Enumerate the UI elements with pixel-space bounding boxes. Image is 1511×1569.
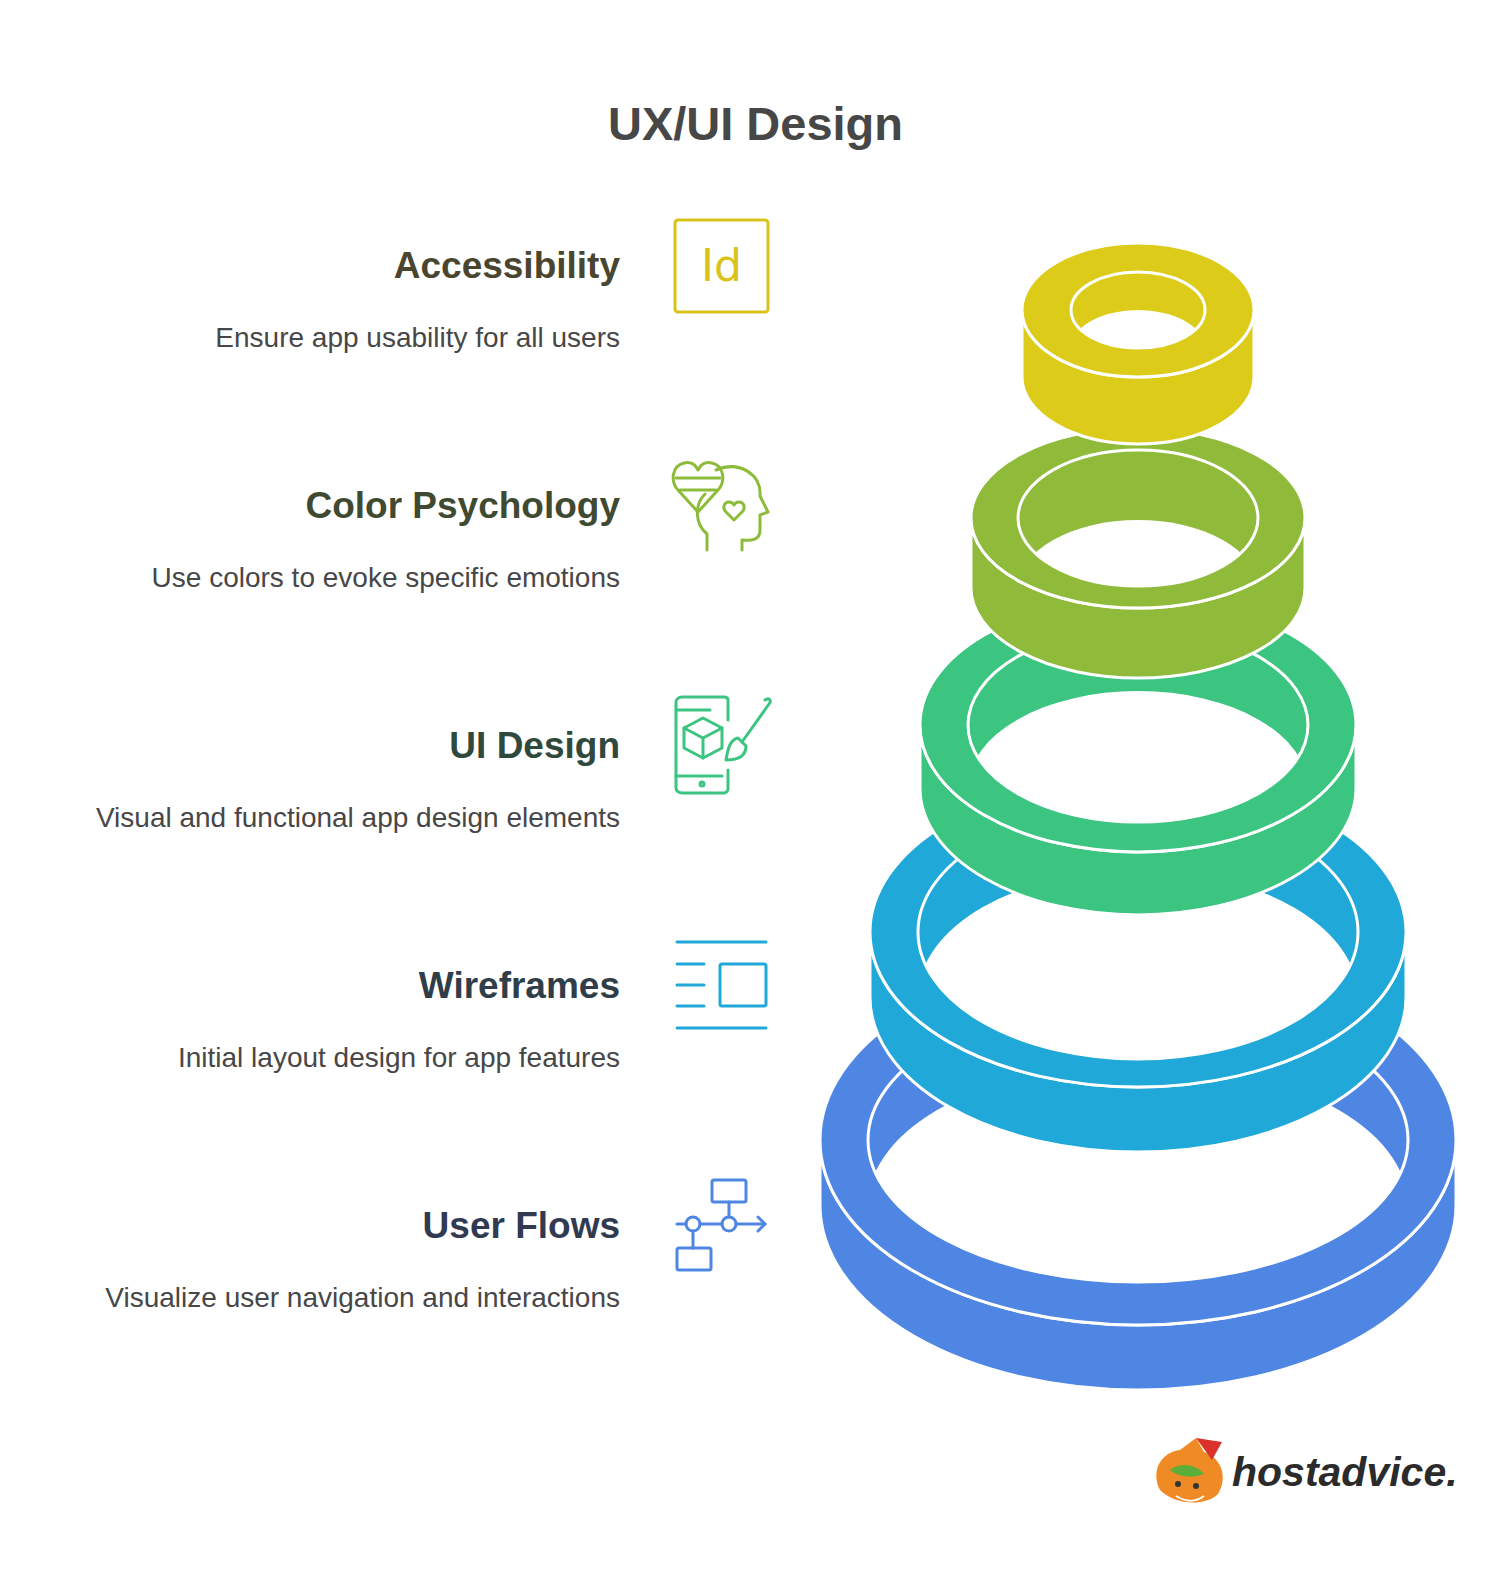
ui-design-icon bbox=[676, 697, 770, 793]
color-psychology-icon bbox=[673, 462, 768, 550]
watermark: hostadvice. bbox=[1232, 1448, 1472, 1497]
icon-text: Id bbox=[675, 240, 768, 292]
item-heading: Color Psychology bbox=[20, 484, 620, 528]
item-heading: UI Design bbox=[20, 724, 620, 768]
watermark-logo bbox=[1156, 1438, 1222, 1503]
accessibility-icon bbox=[675, 220, 768, 312]
item-description: Initial layout design for app features bbox=[20, 1041, 620, 1075]
item-block: Color PsychologyUse colors to evoke spec… bbox=[20, 484, 620, 595]
item-block: User FlowsVisualize user navigation and … bbox=[20, 1204, 620, 1315]
diagram-title: UX/UI Design bbox=[0, 96, 1511, 152]
item-block: WireframesInitial layout design for app … bbox=[20, 964, 620, 1075]
item-description: Visualize user navigation and interactio… bbox=[20, 1281, 620, 1315]
item-description: Ensure app usability for all users bbox=[20, 321, 620, 355]
item-block: UI DesignVisual and functional app desig… bbox=[20, 724, 620, 835]
ring-yellow bbox=[1022, 243, 1254, 444]
item-block: AccessibilityEnsure app usability for al… bbox=[20, 244, 620, 355]
item-heading: Accessibility bbox=[20, 244, 620, 288]
item-heading: Wireframes bbox=[20, 964, 620, 1008]
item-heading: User Flows bbox=[20, 1204, 620, 1248]
wireframes-icon bbox=[677, 942, 766, 1028]
ring-olive bbox=[971, 428, 1305, 678]
item-description: Visual and functional app design element… bbox=[20, 801, 620, 835]
user-flows-icon bbox=[677, 1180, 765, 1270]
item-description: Use colors to evoke specific emotions bbox=[20, 561, 620, 595]
